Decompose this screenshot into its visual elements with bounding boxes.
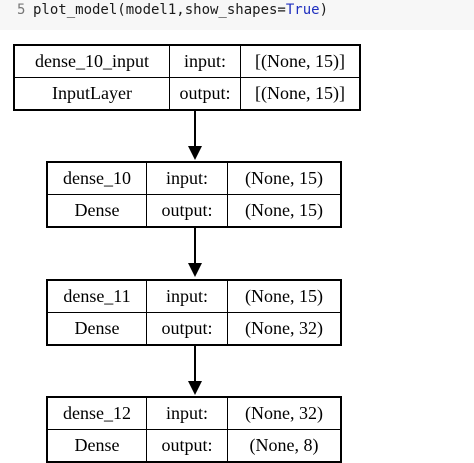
output-shape: (None, 15) — [227, 194, 341, 227]
code-keyword: True — [285, 2, 320, 18]
output-shape: (None, 8) — [227, 429, 341, 462]
layer-type: Dense — [47, 312, 147, 345]
model-node-dense-12: dense_12 input: (None, 32) Dense output:… — [46, 396, 342, 463]
input-label: input: — [146, 280, 228, 313]
code-cell[interactable]: 5 plot_model(model1,show_shapes=True) — [0, 0, 474, 30]
layer-name: dense_10_input — [14, 45, 170, 78]
edge-arrow-3 — [188, 345, 202, 395]
code-line[interactable]: plot_model(model1,show_shapes=True) — [33, 2, 328, 18]
output-shape: [(None, 15)] — [240, 77, 360, 110]
layer-type: Dense — [47, 429, 147, 462]
input-shape: (None, 32) — [227, 397, 341, 430]
output-shape: (None, 32) — [227, 312, 341, 345]
layer-type: Dense — [47, 194, 147, 227]
input-label: input: — [146, 397, 228, 430]
code-suffix: ) — [319, 2, 329, 18]
input-shape: (None, 15) — [227, 280, 341, 313]
layer-name: dense_10 — [47, 162, 147, 195]
model-node-dense-11: dense_11 input: (None, 15) Dense output:… — [46, 279, 342, 346]
layer-name: dense_11 — [47, 280, 147, 313]
edge-arrow-1 — [188, 110, 202, 160]
input-label: input: — [146, 162, 228, 195]
output-label: output: — [146, 312, 228, 345]
input-shape: [(None, 15)] — [240, 45, 360, 78]
code-prefix: plot_model(model1,show_shapes= — [33, 2, 286, 18]
output-label: output: — [146, 194, 228, 227]
line-number: 5 — [17, 2, 26, 18]
input-label: input: — [169, 45, 241, 78]
output-label: output: — [146, 429, 228, 462]
layer-type: InputLayer — [14, 77, 170, 110]
edge-arrow-2 — [188, 227, 202, 277]
model-node-dense-10-input: dense_10_input input: [(None, 15)] Input… — [13, 44, 361, 111]
layer-name: dense_12 — [47, 397, 147, 430]
input-shape: (None, 15) — [227, 162, 341, 195]
model-node-dense-10: dense_10 input: (None, 15) Dense output:… — [46, 161, 342, 228]
output-label: output: — [169, 77, 241, 110]
